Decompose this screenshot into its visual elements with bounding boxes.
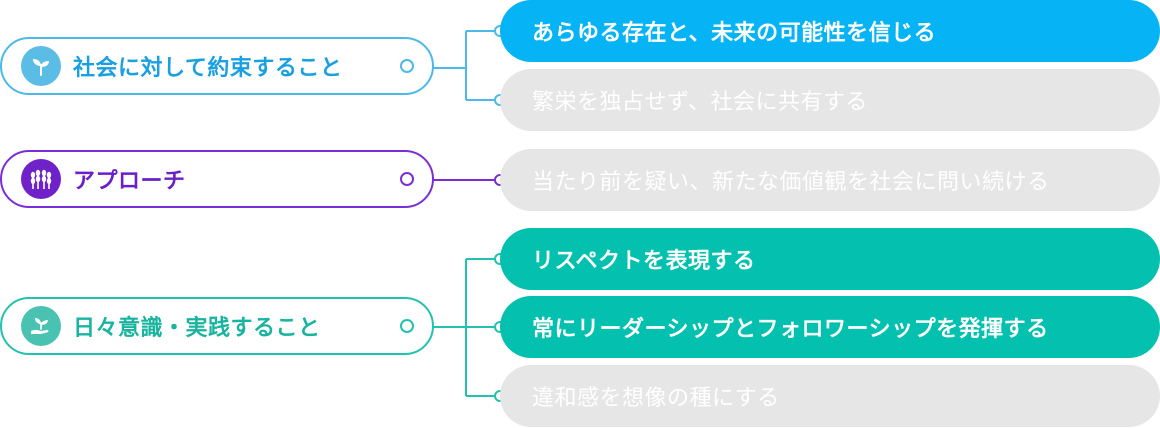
category-approach: アプローチ (0, 150, 434, 208)
category-label: 社会に対して約束すること (73, 56, 343, 81)
item-discomfort-seed: 違和感を想像の種にする (500, 365, 1160, 427)
sprout-icon (21, 46, 61, 86)
item-share-prosperity: 繁栄を独占せず、社会に共有する (500, 69, 1160, 131)
item-express-respect: リスペクトを表現する (500, 228, 1160, 290)
category-connector-dot (400, 319, 414, 333)
category-daily-practice: 日々意識・実践すること (0, 297, 434, 355)
hand-plant-icon (21, 306, 61, 346)
item-question-norms: 当たり前を疑い、新たな価値観を社会に問い続ける (500, 149, 1160, 211)
category-connector-dot (400, 59, 414, 73)
category-promise: 社会に対して約束すること (0, 37, 434, 95)
category-label: アプローチ (73, 169, 186, 194)
item-believe-possibility: あらゆる存在と、未来の可能性を信じる (500, 0, 1160, 62)
item-leadership-followership: 常にリーダーシップとフォロワーシップを発揮する (500, 296, 1160, 358)
wheat-icon (21, 159, 61, 199)
category-label: 日々意識・実践すること (73, 316, 321, 341)
category-connector-dot (400, 172, 414, 186)
